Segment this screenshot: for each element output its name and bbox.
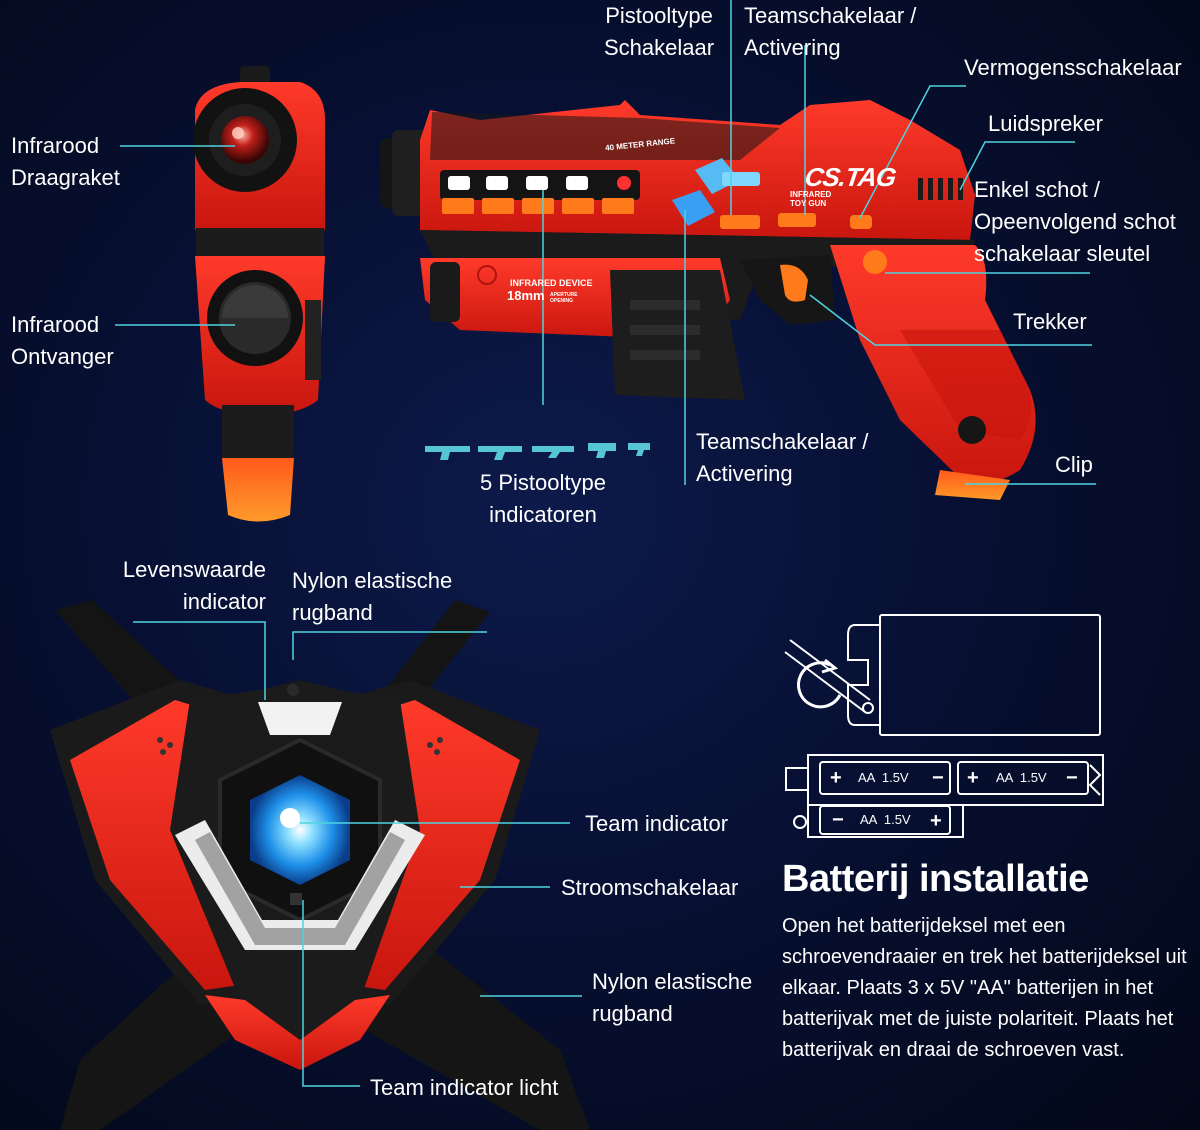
label-team-switch-bottom-line2: Activering [696, 461, 793, 486]
label-pistol-type-switch-line2: Schakelaar [603, 35, 715, 60]
gun-brand-sub-line1: INFRARED [790, 190, 832, 199]
gun-aperture-note-line1: APERTURE [550, 292, 578, 298]
team-indicator-hex [250, 775, 350, 885]
battery-cell-1-label: AA 1.5V [858, 770, 909, 785]
gun-brand-sub: INFRARED TOY GUN [790, 190, 831, 208]
gun-device-marking: INFRARED DEVICE [510, 278, 593, 288]
label-speaker: Luidspreker [988, 111, 1103, 136]
leader-lines [115, 0, 1096, 1087]
label-team-switch-top-line2: Activering [744, 35, 841, 60]
battery-diagram [784, 614, 1104, 838]
label-fire-mode-line3: schakelaar sleutel [974, 241, 1151, 266]
label-trigger: Trekker [1013, 309, 1087, 334]
label-clip: Clip [1055, 452, 1093, 477]
label-fire-mode-line2: Opeenvolgend schot [974, 209, 1176, 234]
ir-launcher-lens [221, 116, 269, 164]
label-ir-receiver-line2: Ontvanger [11, 344, 114, 369]
label-team-indicator: Team indicator [585, 811, 729, 836]
label-team-indicator-light: Team indicator licht [370, 1075, 559, 1100]
svg-text:−: − [832, 809, 844, 831]
label-life-indicator: Levenswaarde indicator [100, 554, 266, 618]
label-nylon-strap-bottom: Nylon elastische rugband [592, 966, 752, 1030]
pistol-type-icons [442, 198, 634, 214]
svg-text:−: − [1066, 767, 1078, 789]
label-pistol-indicators-line1: 5 Pistooltype [480, 470, 606, 495]
svg-text:+: + [930, 810, 942, 832]
label-power-switch-vest: Stroomschakelaar [561, 875, 739, 900]
gun-side-view [380, 100, 1036, 500]
label-pistol-type-switch: Pistooltype Schakelaar [596, 0, 722, 64]
label-ir-receiver-line1: Infrarood [11, 312, 100, 337]
label-ir-launcher-line1: Infrarood [11, 133, 100, 158]
label-team-switch-bottom-line1: Teamschakelaar / [696, 429, 869, 454]
battery-cell-2-label: AA 1.5V [996, 770, 1047, 785]
label-fire-mode-line1: Enkel schot / [974, 177, 1100, 202]
label-nylon-strap-bottom-line1: Nylon elastische [592, 969, 753, 994]
svg-text:+: + [967, 767, 979, 789]
label-pistol-indicators: 5 Pistooltype indicatoren [463, 467, 623, 531]
label-team-switch-top-line1: Teamschakelaar / [744, 3, 917, 28]
label-team-switch-top: Teamschakelaar / Activering [744, 0, 916, 64]
label-life-indicator-line1: Levenswaarde [122, 557, 266, 582]
label-ir-receiver: Infrarood Ontvanger [11, 309, 114, 373]
label-nylon-strap-top-line1: Nylon elastische [292, 568, 453, 593]
vest [50, 600, 590, 1130]
battery-instructions: Open het batterijdeksel met een schroeve… [782, 915, 1187, 1061]
battery-cell-3-label: AA 1.5V [860, 812, 911, 827]
label-life-indicator-line2: indicator [182, 589, 266, 614]
label-nylon-strap-bottom-line2: rugband [592, 1001, 673, 1026]
label-fire-mode: Enkel schot / Opeenvolgend schot schakel… [974, 174, 1176, 270]
label-pistol-indicators-line2: indicatoren [489, 502, 597, 527]
label-nylon-strap-top-line2: rugband [292, 600, 373, 625]
gun-aperture-marking: 18mm [507, 288, 545, 303]
label-power-switch: Vermogensschakelaar [964, 55, 1182, 80]
ir-receiver-dome [222, 285, 288, 318]
label-team-switch-bottom: Teamschakelaar / Activering [696, 426, 868, 490]
label-ir-launcher: Infrarood Draagraket [11, 130, 120, 194]
label-nylon-strap-top: Nylon elastische rugband [292, 565, 452, 629]
svg-text:−: − [932, 767, 944, 789]
pistol-type-silhouettes [425, 443, 650, 460]
gun-aperture-note-line2: OPENING [550, 298, 574, 304]
label-pistol-type-switch-line1: Pistooltype [605, 3, 713, 28]
gun-aperture-note: APERTURE OPENING [550, 292, 578, 304]
label-ir-launcher-line2: Draagraket [11, 165, 120, 190]
battery-title: Batterij installatie [782, 858, 1089, 900]
gun-brand-sub-line2: TOY GUN [790, 199, 827, 208]
svg-text:+: + [830, 767, 842, 789]
pistol-type-leds [448, 176, 631, 190]
trigger-shape [780, 264, 808, 302]
gun-brand-logo: CS.TAG [802, 162, 898, 192]
gun-front-view [193, 66, 325, 522]
